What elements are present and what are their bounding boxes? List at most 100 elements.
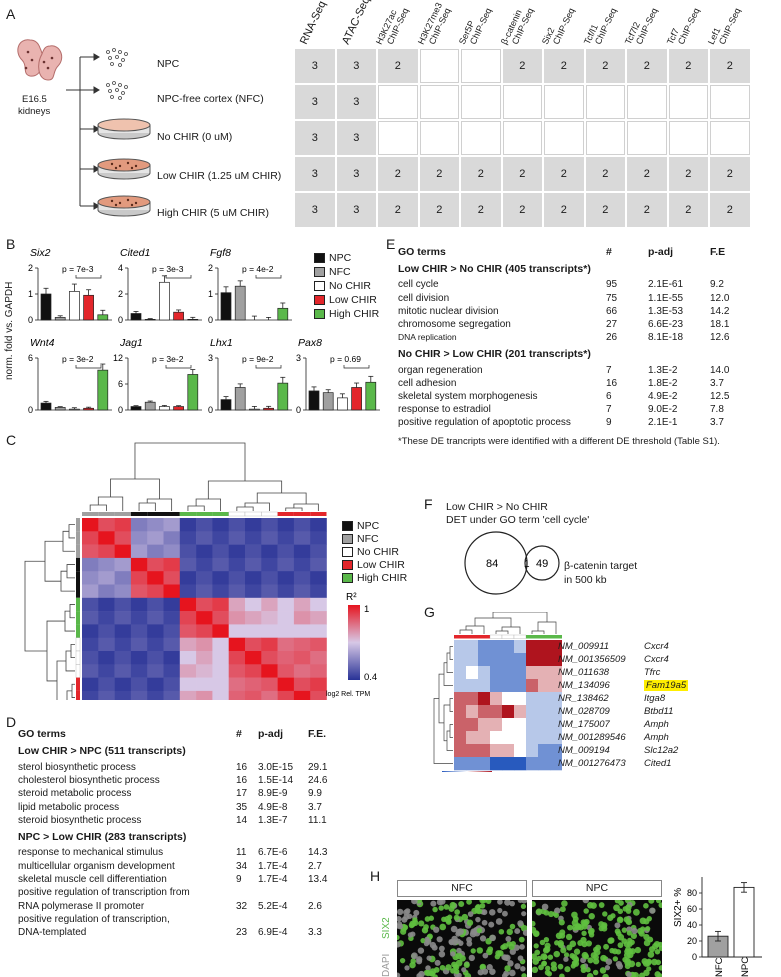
bar <box>69 291 80 321</box>
heatmap-cell <box>454 666 467 680</box>
go-value: 75 <box>606 292 618 304</box>
column-group-bar <box>489 634 503 639</box>
go-term: RNA polymerase II promoter <box>18 900 145 912</box>
go-value: 6.7E-6 <box>258 847 288 859</box>
heatmap-cell <box>147 571 164 585</box>
heatmap-cell <box>147 624 164 638</box>
column-group-bar <box>179 512 197 516</box>
nucleus <box>443 904 450 910</box>
heatmap-cell <box>514 640 527 654</box>
nucleus <box>557 963 564 970</box>
x-tick-label: NFC <box>714 957 725 977</box>
heatmap-cell <box>310 544 327 559</box>
nucleus <box>558 919 565 926</box>
nucleus <box>626 951 634 959</box>
heatmap-cell <box>550 705 562 719</box>
nucleus <box>397 908 404 916</box>
heatmap-cell <box>196 544 213 559</box>
nucleus <box>434 959 441 966</box>
column-group-bar <box>293 512 311 516</box>
nucleus <box>626 930 633 936</box>
gene-name: Tfrc <box>644 667 660 678</box>
legend-item: NPC <box>314 252 351 264</box>
nucleus <box>505 935 512 942</box>
nucleus <box>602 911 608 917</box>
heatmap-cell <box>293 690 311 700</box>
transcript-id: NR_138462 <box>558 693 609 704</box>
row-group-bar <box>76 690 80 700</box>
heatmap-cell <box>478 653 491 667</box>
heatmap-cell <box>179 651 197 665</box>
panel-e-letter: E <box>386 236 396 252</box>
heatmap-cell <box>310 651 327 665</box>
grid-cell <box>710 85 750 119</box>
p-value: p = 7e-3 <box>62 264 94 274</box>
heatmap-cell <box>277 690 295 700</box>
go-value: 9 <box>236 874 242 885</box>
go-value: 12.5 <box>710 391 730 402</box>
heatmap-cell <box>514 718 527 732</box>
grid-cell <box>419 121 459 155</box>
nucleus <box>588 913 595 920</box>
bar <box>54 317 66 321</box>
heatmap-cell <box>310 637 327 652</box>
heatmap-cell <box>245 690 262 700</box>
nucleus <box>573 956 579 962</box>
heatmap-cell <box>293 624 311 638</box>
heatmap-cell <box>147 584 164 599</box>
nucleus <box>637 927 644 935</box>
culture-dish-icon-1 <box>97 118 151 140</box>
grid-cell: 3 <box>295 49 335 83</box>
nucleus <box>599 967 607 974</box>
heatmap-cell <box>114 690 132 700</box>
nucleus <box>560 947 567 954</box>
heatmap-cell <box>277 518 295 532</box>
source-label-1: E16.5 <box>22 94 47 105</box>
nucleus <box>534 949 541 956</box>
heatmap-cell <box>228 557 246 572</box>
heatmap-cell <box>261 690 278 700</box>
nucleus <box>542 947 550 954</box>
grid-cell <box>461 121 501 155</box>
nucleus <box>404 965 410 971</box>
bar <box>144 318 156 321</box>
bar <box>83 407 94 411</box>
condition-label-npc: NPC <box>157 58 180 70</box>
heatmap-cell <box>82 544 99 559</box>
nucleus <box>564 966 571 973</box>
heatmap-cell <box>478 718 491 732</box>
gene-title: Lhx1 <box>210 337 233 349</box>
heatmap-cell <box>466 692 479 706</box>
heatmap-cell <box>130 518 148 532</box>
heatmap-cell <box>310 664 327 678</box>
nucleus <box>622 956 628 963</box>
go-value: 34 <box>236 860 248 872</box>
heatmap-cell <box>82 571 99 585</box>
panel-f-right-label-2: in 500 kb <box>564 574 607 586</box>
heatmap-cell <box>163 544 181 559</box>
grid-cell <box>378 121 418 155</box>
gene-name: Fam19a5 <box>644 680 689 691</box>
y-tick-label: 4 <box>118 263 123 273</box>
go-term: mitotic nuclear division <box>398 305 499 317</box>
panel-g-letter: G <box>424 604 435 620</box>
heatmap-cell <box>277 531 295 545</box>
heatmap-cell <box>130 664 148 678</box>
go-value: 7.8 <box>710 404 724 416</box>
column-group-bar <box>228 511 246 517</box>
heatmap-cell <box>478 692 491 706</box>
heatmap-cell <box>293 557 311 572</box>
row-dendrogram <box>433 646 453 764</box>
nucleus <box>622 906 629 912</box>
heatmap-cell <box>245 624 262 638</box>
heatmap-cell <box>245 677 262 692</box>
heatmap-cell <box>490 692 503 706</box>
grid-cell: 2 <box>419 157 459 191</box>
nucleus <box>502 954 509 961</box>
nucleus <box>533 943 539 949</box>
nucleus <box>565 933 573 941</box>
nucleus <box>425 965 431 971</box>
